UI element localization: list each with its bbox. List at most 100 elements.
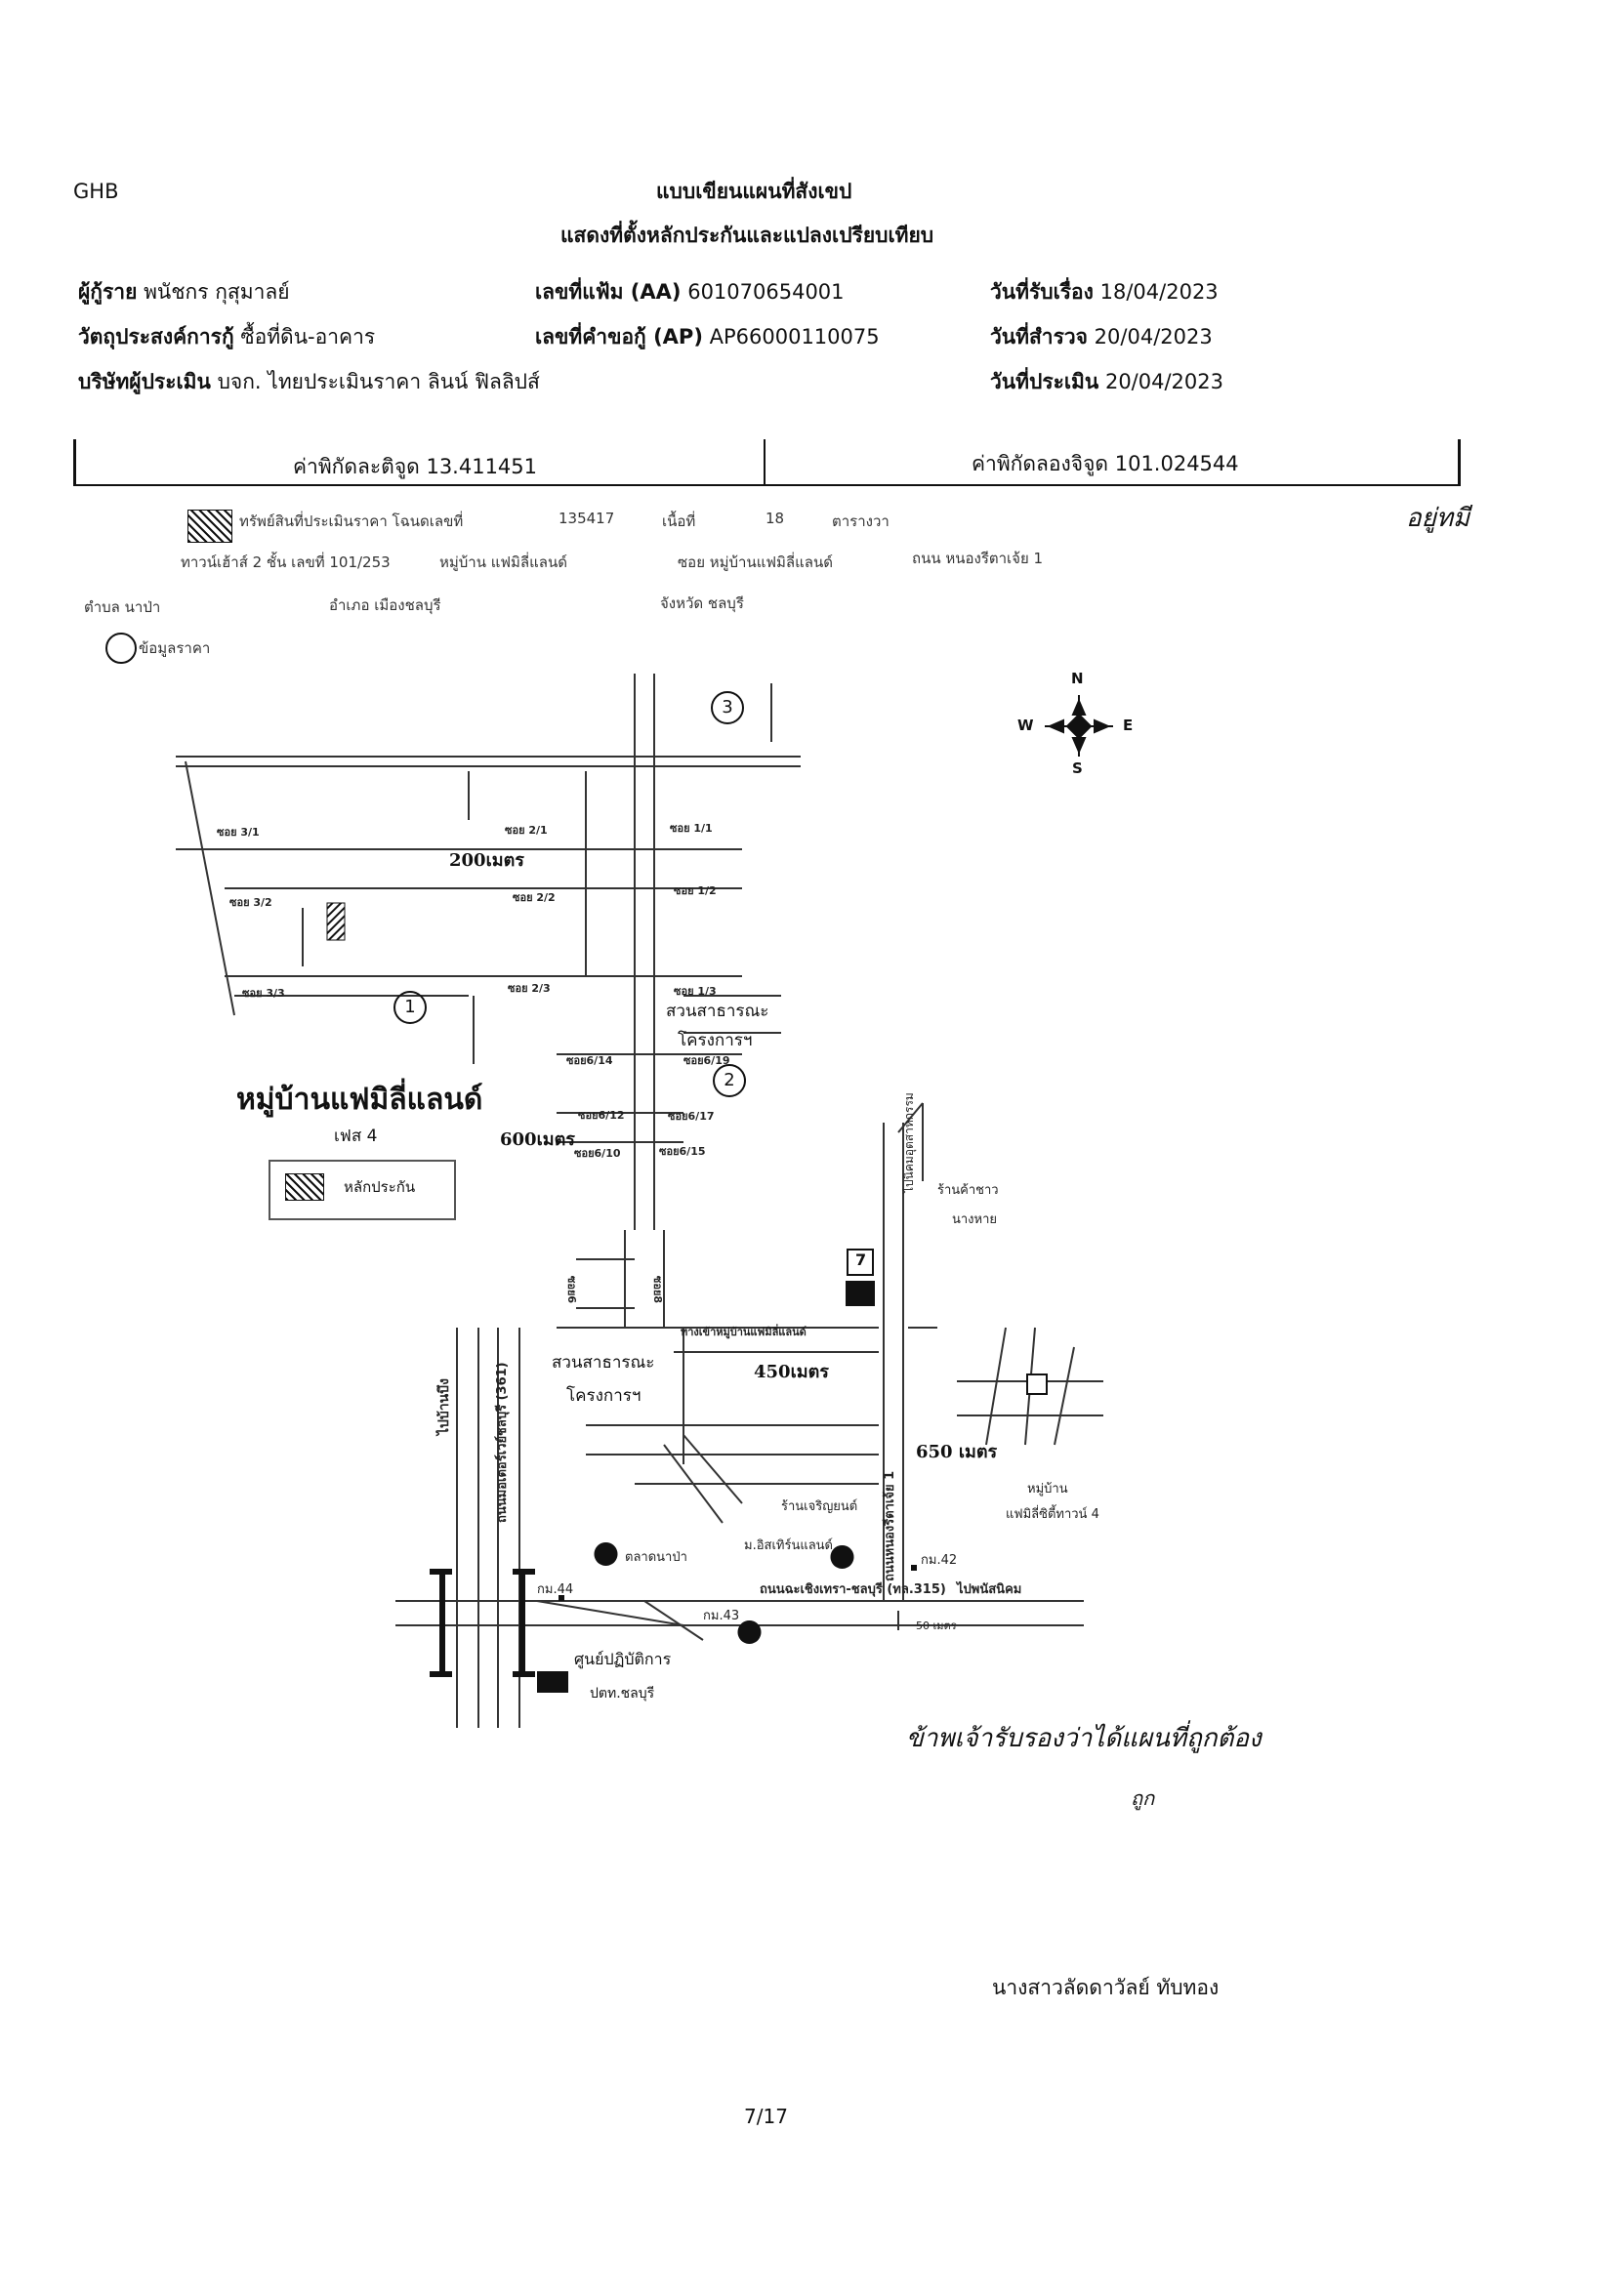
received-row: วันที่รับเรื่อง 18/04/2023: [990, 276, 1219, 308]
borrower-value: พนัชกร กุสุมาลย์: [144, 280, 290, 304]
property-hatch-icon: [187, 510, 232, 543]
property-line1a: ทรัพย์สินที่ประเมินราคา โฉนดเลขที่: [239, 512, 464, 530]
soi-6-14: ซอย6/14: [566, 1054, 613, 1067]
signature-handwritten: ข้าพเจ้ารับรองว่าได้แผนที่ถูกต้อง: [906, 1724, 1262, 1753]
soi-3-2: ซอย 3/2: [229, 896, 272, 909]
purpose-value: ซื้อที่ดิน-อาคาร: [240, 325, 376, 348]
request-no-value: AP66000110075: [709, 325, 880, 348]
borrower-row: ผู้กู้ราย พนัชกร กุสุมาลย์: [78, 276, 290, 308]
park-1-line1: สวนสาธารณะ: [666, 1002, 769, 1021]
shop-line1: ร้านค้าชาว: [937, 1183, 999, 1198]
property-line3b: อำเภอ เมืองชลบุรี: [329, 596, 441, 614]
distance-50m: 50 เมตร: [916, 1620, 957, 1632]
corner-code: GHB: [73, 180, 119, 203]
appraiser-value: บจก. ไทยประเมินราคา ลินน์ ฟิลลิปส์: [217, 370, 540, 393]
ops-center-line1: ศูนย์ปฏิบัติการ: [574, 1650, 672, 1668]
soi-8: ซอย8: [651, 1275, 665, 1304]
village-phase: เฟส 4: [334, 1127, 378, 1146]
to-phanat-nikhom: ไปพนัสนิคม: [957, 1582, 1022, 1597]
other-village-line1: หมู่บ้าน: [1027, 1482, 1068, 1496]
soi-2-2: ซอย 2/2: [513, 891, 556, 904]
market-data-label: ข้อมูลราคา: [139, 639, 211, 657]
appraisal-label: วันที่ประเมิน: [990, 370, 1099, 393]
coordinate-box: [73, 439, 1461, 486]
property-area-unit: ตารางวา: [832, 512, 890, 530]
property-deed-no: 135417: [559, 510, 615, 527]
legend-collateral-label: หลักประกัน: [344, 1178, 416, 1196]
road-315: ถนนฉะเชิงเทรา-ชลบุรี (ทล.315): [760, 1582, 946, 1597]
survey-row: วันที่สำรวจ 20/04/2023: [990, 321, 1213, 353]
appraisal-row: วันที่ประเมิน 20/04/2023: [990, 366, 1223, 398]
soi-2-1: ซอย 2/1: [505, 824, 548, 837]
survey-value: 20/04/2023: [1094, 325, 1213, 348]
survey-label: วันที่สำรวจ: [990, 325, 1088, 348]
appraiser-row: บริษัทผู้ประเมิน บจก. ไทยประเมินราคา ลิน…: [78, 366, 540, 398]
coordinate-divider: [764, 439, 766, 486]
margin-handwritten-note: อยู่ทมี: [1406, 504, 1470, 533]
distance-200m: 200เมตร: [449, 850, 524, 871]
compass-s: S: [1072, 759, 1083, 777]
borrower-label: ผู้กู้ราย: [78, 280, 138, 304]
property-area-value: 18: [766, 510, 785, 527]
seven-eleven-icon: 7: [855, 1250, 867, 1269]
soi-3-3: ซอย 3/3: [242, 987, 285, 1000]
signer-name: นางสาวลัดดาวัลย์ ทับทอง: [992, 1976, 1220, 1999]
property-line2c: ซอย หมู่บ้านแฟมิลี่แลนด์: [678, 554, 833, 571]
km-44: กม.44: [537, 1582, 574, 1597]
village-entrance: ทางเข้าหมู่บ้านแฟมิลี่แลนด์: [681, 1326, 807, 1338]
road-to-industrial: ไปนิคมอุตสาหกรรม: [902, 1092, 916, 1193]
appraisal-value: 20/04/2023: [1104, 370, 1223, 393]
road-nongri: ถนนหนองรีตาเจ้ย 1: [883, 1470, 897, 1581]
soi-6: ซอย6: [565, 1275, 579, 1304]
market-label: ตลาดนาป่า: [625, 1550, 687, 1565]
comparable-3-marker: 3: [711, 691, 744, 724]
purpose-row: วัตถุประสงค์การกู้ ซื้อที่ดิน-อาคาร: [78, 321, 375, 353]
latitude: ค่าพิกัดละติจูด 13.411451: [293, 451, 537, 483]
file-no-value: 601070654001: [687, 280, 845, 304]
longitude-value: 101.024544: [1114, 452, 1239, 475]
soi-6-10: ซอย6/10: [574, 1147, 621, 1160]
request-no-label: เลขที่คำขอกู้ (AP): [535, 325, 703, 348]
soi-3-1: ซอย 3/1: [217, 826, 260, 839]
latitude-value: 13.411451: [426, 455, 538, 478]
property-line2a: ทาวน์เฮ้าส์ 2 ชั้น เลขที่ 101/253: [181, 554, 391, 571]
legend-hatch-icon: [285, 1173, 324, 1205]
other-village-line2: แฟมิลี่ซิตี้ทาวน์ 4: [1006, 1507, 1099, 1522]
file-no-row: เลขที่แฟ้ม (AA) 601070654001: [535, 276, 845, 308]
title-line-1: แบบเขียนแผนที่สังเขป: [656, 180, 852, 203]
received-value: 18/04/2023: [1099, 280, 1219, 304]
soi-1-3: ซอย 1/3: [674, 985, 717, 998]
distance-450m: 450เมตร: [754, 1362, 829, 1382]
soi-6-12: ซอย6/12: [578, 1109, 625, 1122]
longitude-label: ค่าพิกัดลองจิจูด: [972, 452, 1109, 475]
road-motorway-361: ถนนมอเตอร์เวย์ชลบุรี (361): [495, 1362, 510, 1523]
longitude: ค่าพิกัดลองจิจูด 101.024544: [972, 448, 1239, 480]
title-line-2: แสดงที่ตั้งหลักประกันและแปลงเปรียบเทียบ: [560, 224, 934, 247]
park-1-line2: โครงการฯ: [678, 1031, 753, 1050]
compass-w: W: [1017, 717, 1034, 734]
soi-1-1: ซอย 1/1: [670, 822, 713, 835]
km-43: กม.43: [703, 1609, 740, 1623]
property-line2b: หมู่บ้าน แฟมิลี่แลนด์: [439, 554, 567, 571]
soi-6-15: ซอย6/15: [659, 1145, 706, 1158]
comparable-2-marker: 2: [713, 1064, 746, 1097]
km-42: กม.42: [921, 1553, 958, 1568]
appraiser-label: บริษัทผู้ประเมิน: [78, 370, 211, 393]
soi-2-3: ซอย 2/3: [508, 982, 551, 995]
park-2-line2: โครงการฯ: [566, 1386, 641, 1406]
park-2-line1: สวนสาธารณะ: [552, 1353, 655, 1373]
property-area-label: เนื้อที่: [662, 512, 696, 530]
compass-n: N: [1071, 670, 1084, 687]
property-line3c: จังหวัด ชลบุรี: [660, 594, 744, 612]
ops-center-line2: ปตท.ชลบุรี: [590, 1686, 655, 1702]
school-label: ม.อิสเทิร์นแลนด์: [744, 1538, 833, 1553]
property-line3a: ตำบล นาป่า: [84, 598, 161, 616]
signature-initial: ถูก: [1131, 1786, 1155, 1810]
compass-e: E: [1123, 717, 1134, 734]
distance-650m: 650 เมตร: [916, 1442, 998, 1462]
latitude-label: ค่าพิกัดละติจูด: [293, 455, 420, 478]
village-name: หมู่บ้านแฟมิลี่แลนด์: [236, 1083, 483, 1117]
received-label: วันที่รับเรื่อง: [990, 280, 1094, 304]
page-number: 7/17: [744, 2105, 788, 2128]
